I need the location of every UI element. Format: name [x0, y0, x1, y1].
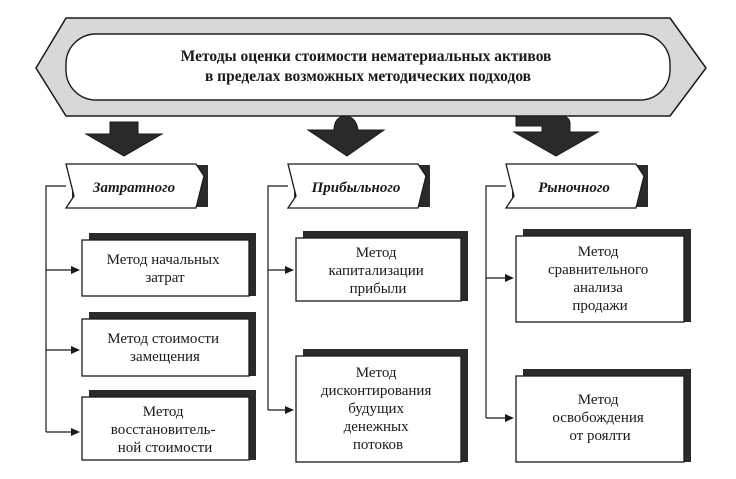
approach-label-income: Прибыльного — [311, 180, 401, 196]
method-line: Метод — [356, 245, 397, 261]
method-box-profit-capitalization — [295, 237, 462, 302]
connector-cost — [45, 185, 66, 432]
method-line: будущих — [348, 401, 404, 417]
method-line: анализа — [573, 280, 623, 296]
down-arrow-1 — [84, 121, 164, 157]
method-box-restoration-cost — [81, 396, 250, 461]
approach-market: Рыночного Метод сравнительного анализа п… — [485, 163, 691, 463]
method-line: продажи — [572, 298, 627, 314]
method-line: восстановитель- — [111, 422, 216, 438]
connector-market — [485, 185, 506, 418]
method-line: Метод — [578, 244, 619, 260]
approach-label-market: Рыночного — [538, 180, 610, 196]
method-line: капитализации — [328, 263, 423, 279]
method-box-comparative-sales — [515, 235, 685, 323]
approach-label-box-market — [504, 163, 645, 209]
method-line: денежных — [344, 419, 409, 435]
svg-text:Метод освобождения: Метод освобождения от роялти — [552, 392, 647, 444]
method-line: Метод — [143, 404, 184, 420]
method-line: Метод — [578, 392, 619, 408]
title-line-1: Методы оценки стоимости нематериальных а… — [181, 48, 552, 65]
method-line: прибыли — [350, 281, 407, 297]
method-box-relief-from-royalty — [515, 375, 685, 463]
down-arrow-3 — [512, 115, 600, 157]
method-line: затрат — [145, 270, 185, 286]
title-banner: Методы оценки стоимости нематериальных а… — [35, 17, 707, 117]
approach-income: Прибыльного Метод капитализации прибыли … — [267, 163, 468, 463]
svg-text:Методы оценки стоимости немате: Методы оценки стоимости нематериальных а… — [181, 48, 556, 85]
method-line: сравнительного — [548, 262, 648, 278]
method-box-replacement-cost — [81, 318, 250, 377]
down-arrow-2 — [306, 115, 386, 157]
svg-text:Метод капитализации: Метод капитализации прибыли — [328, 245, 427, 297]
svg-text:Метод восстановитель-: Метод восстановитель- ной стоимости — [111, 404, 220, 456]
method-line: от роялти — [569, 428, 630, 444]
method-box-initial-costs — [81, 239, 250, 297]
method-line: Метод стоимости — [107, 331, 219, 347]
approach-label-box-income — [286, 163, 427, 209]
method-line: дисконтирования — [321, 383, 432, 399]
connector-income — [267, 185, 288, 410]
method-line: потоков — [353, 437, 403, 453]
method-line: Метод начальных — [107, 252, 220, 268]
approach-label-box-cost — [64, 163, 205, 209]
method-line: Метод — [356, 365, 397, 381]
method-line: ной стоимости — [118, 440, 212, 456]
title-banner-inner — [65, 33, 671, 101]
title-line-2: в пределах возможных методических подход… — [205, 68, 531, 85]
svg-text:Метод начальных затрат: Метод начальных затрат — [107, 252, 224, 286]
method-box-cash-flow-discounting — [295, 355, 462, 463]
svg-text:Метод стоимости замещени: Метод стоимости замещения — [107, 331, 223, 365]
svg-text:Метод дисконтирования: Метод дисконтирования будущих денежных п… — [321, 365, 435, 453]
method-line: освобождения — [552, 410, 643, 426]
svg-text:Метод сравнительного: Метод сравнительного анализа продажи — [548, 244, 652, 314]
approach-label-cost: Затратного — [92, 180, 175, 196]
method-line: замещения — [130, 349, 200, 365]
approach-cost: Затратного Метод начальных затрат Метод … — [45, 163, 256, 461]
